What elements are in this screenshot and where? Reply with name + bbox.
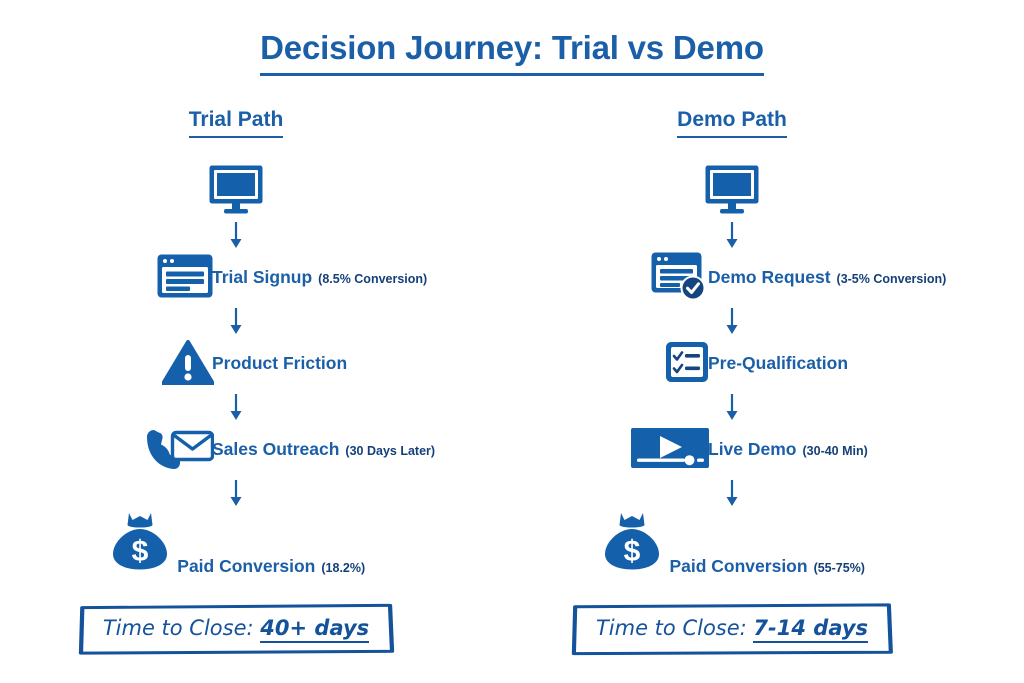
demo-step-2: Pre-Qualification (512, 336, 952, 392)
trial-arrow-2 (16, 306, 456, 336)
trial-step-2-icon-slot (161, 339, 215, 390)
demo-arrow-2 (512, 306, 952, 336)
trial-time-to-close-prefix: Time to Close: (102, 616, 254, 641)
page-title: Decision Journey: Trial vs Demo (260, 29, 764, 77)
browser-check-icon (650, 251, 710, 306)
demo-step-3-icon-slot (630, 427, 710, 474)
trial-footer-wrap: Time to Close: 40+ days (16, 603, 456, 655)
demo-arrow-3 (512, 392, 952, 422)
trial-path-heading: Trial Path (188, 108, 284, 139)
browser-form-icon (156, 253, 214, 304)
demo-path-flow: Demo Request (3-5% Conversion) (512, 164, 952, 656)
trial-step-3-label: Sales Outreach (212, 439, 340, 460)
demo-step-3-label-slot: Live Demo (30-40 Min) (708, 441, 868, 459)
demo-path-heading-container: Demo Path (512, 108, 952, 139)
trial-outcome-caption: Paid Conversion (18.2%) (177, 558, 365, 576)
monitor-icon (208, 164, 264, 221)
phone-envelope-icon (144, 424, 215, 477)
trial-step-2: Product Friction (16, 336, 456, 392)
trial-step-1-icon-slot (156, 253, 214, 304)
money-bag-icon: $ (107, 510, 173, 577)
demo-time-to-close-prefix: Time to Close: (595, 616, 747, 641)
trial-time-to-close-value: 40+ days (260, 616, 370, 644)
trial-step-1-label: Trial Signup (212, 267, 313, 288)
demo-arrow-1 (512, 220, 952, 250)
svg-text:$: $ (131, 535, 148, 568)
demo-path-heading: Demo Path (677, 108, 787, 139)
hand-drawn-frame-icon (78, 603, 394, 655)
money-bag-icon: $ (599, 510, 665, 577)
trial-step-start (16, 164, 456, 220)
demo-step-3: Live Demo (30-40 Min) (512, 422, 952, 478)
trial-step-1-label-slot: Trial Signup (8.5% Conversion) (212, 269, 427, 287)
trial-arrow-3 (16, 392, 456, 422)
demo-outcome-caption: Paid Conversion (55-75%) (669, 558, 865, 576)
page-title-container: Decision Journey: Trial vs Demo (0, 29, 1024, 77)
trial-step-3-icon-slot (144, 424, 215, 477)
checklist-icon (664, 340, 710, 389)
demo-arrow-4 (512, 478, 952, 508)
demo-footer-wrap: Time to Close: 7-14 days (512, 603, 952, 656)
demo-step-2-label-slot: Pre-Qualification (708, 355, 854, 373)
demo-step-2-icon-slot (664, 340, 710, 389)
demo-path-column: Demo Path (512, 108, 952, 656)
demo-step-2-label: Pre-Qualification (708, 353, 849, 374)
trial-arrow-1 (16, 220, 456, 250)
demo-time-to-close-text: Time to Close: 7-14 days (595, 616, 869, 644)
trial-step-3: Sales Outreach (30 Days Later) (16, 422, 456, 478)
trial-outcome-note: (18.2%) (321, 561, 366, 576)
trial-path-heading-container: Trial Path (16, 108, 456, 139)
svg-text:$: $ (624, 535, 641, 568)
trial-step-3-label-slot: Sales Outreach (30 Days Later) (212, 441, 435, 459)
trial-step-1: Trial Signup (8.5% Conversion) (16, 250, 456, 306)
trial-time-to-close-text: Time to Close: 40+ days (102, 616, 370, 644)
trial-outcome: $ Paid Conversion (18.2%) (16, 510, 456, 577)
trial-path-column: Trial Path (16, 108, 456, 655)
demo-step-3-note: (30-40 Min) (802, 444, 868, 459)
trial-step-2-label-slot: Product Friction (212, 355, 353, 373)
trial-step-1-note: (8.5% Conversion) (318, 272, 428, 287)
trial-path-flow: Trial Signup (8.5% Conversion) (16, 164, 456, 655)
hand-drawn-frame-icon (571, 603, 893, 656)
trial-step-2-label: Product Friction (212, 353, 348, 374)
trial-outcome-label: Paid Conversion (177, 556, 316, 577)
demo-step-1: Demo Request (3-5% Conversion) (512, 250, 952, 306)
demo-step-1-label: Demo Request (708, 267, 831, 288)
demo-outcome: $ Paid Conversion (55-75%) (512, 510, 952, 577)
demo-step-1-label-slot: Demo Request (3-5% Conversion) (708, 269, 946, 287)
demo-outcome-label: Paid Conversion (669, 556, 808, 577)
demo-time-to-close-box: Time to Close: 7-14 days (570, 603, 894, 656)
trial-arrow-4 (16, 478, 456, 508)
demo-step-start (512, 164, 952, 220)
demo-step-1-icon-slot (650, 251, 710, 306)
demo-outcome-note: (55-75%) (813, 561, 865, 576)
trial-time-to-close-box: Time to Close: 40+ days (77, 603, 395, 655)
monitor-icon (704, 164, 760, 221)
demo-step-1-note: (3-5% Conversion) (836, 272, 947, 287)
warning-triangle-icon (161, 339, 215, 390)
trial-step-3-note: (30 Days Later) (345, 444, 436, 459)
video-player-icon (630, 427, 710, 474)
demo-step-3-label: Live Demo (708, 439, 797, 460)
demo-time-to-close-value: 7-14 days (753, 616, 869, 644)
